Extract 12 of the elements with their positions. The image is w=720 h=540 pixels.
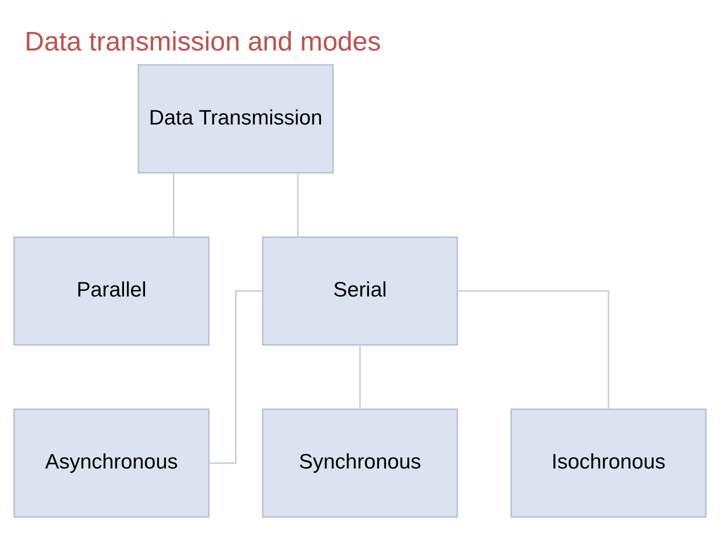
connector	[172, 172, 174, 237]
node-box: Parallel	[13, 236, 210, 346]
node-box: Serial	[262, 236, 458, 346]
connector	[458, 290, 610, 410]
node-box: Isochronous	[510, 408, 707, 518]
node-box: Synchronous	[262, 408, 458, 518]
connector	[359, 344, 361, 409]
node-box: Data Transmission	[138, 64, 334, 174]
node-box: Asynchronous	[13, 408, 210, 518]
diagram-title: Data transmission and modes	[24, 26, 381, 57]
connector	[297, 172, 299, 237]
connector	[209, 290, 262, 464]
